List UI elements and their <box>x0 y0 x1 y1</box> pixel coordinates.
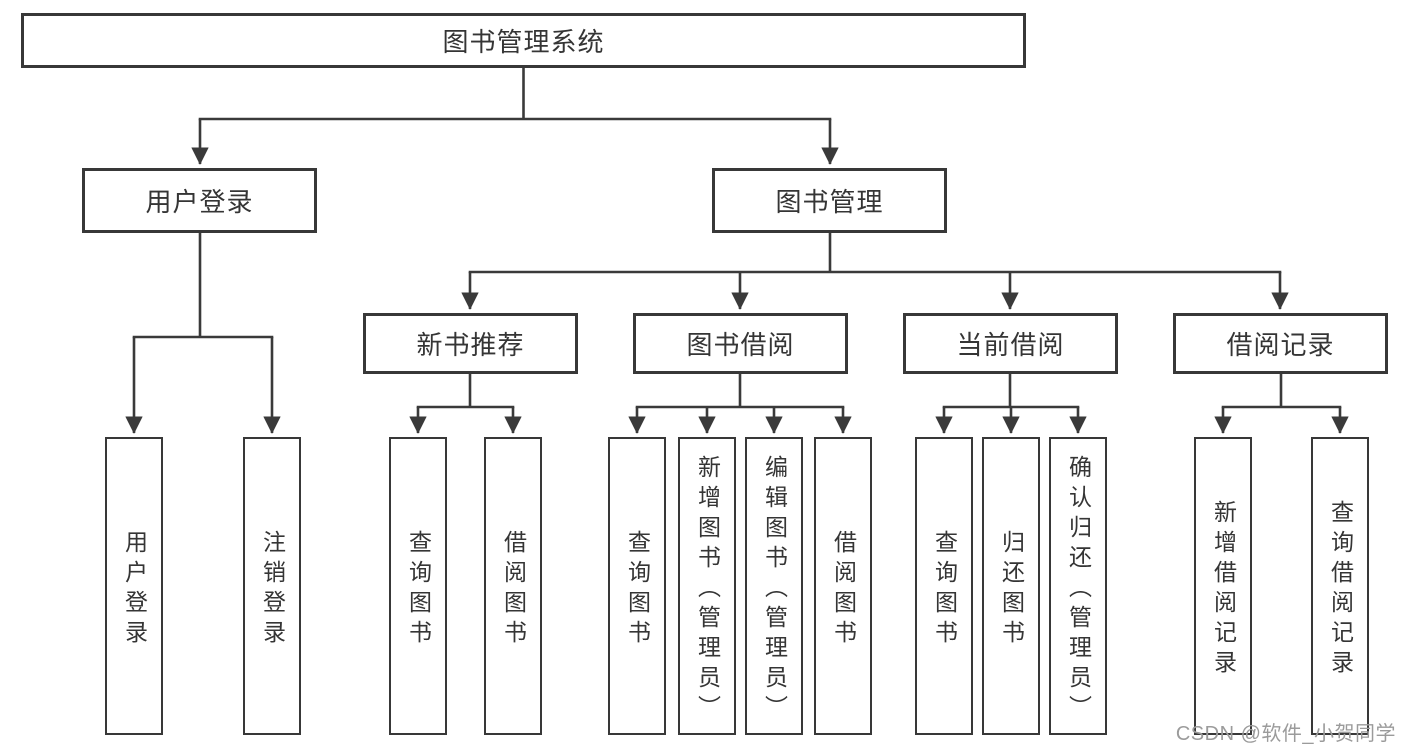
leaf-label: 查询图书 <box>405 529 432 650</box>
leaf-borrow-add-book-admin: 新增图书（管理员） <box>678 437 736 735</box>
leaf-label: 注销登录 <box>259 529 286 650</box>
node-book-borrow: 图书借阅 <box>633 313 848 374</box>
leaf-label: 确认归还（管理员） <box>1065 454 1092 725</box>
leaf-recommend-borrow-book: 借阅图书 <box>484 437 542 735</box>
node-new-book-recommend: 新书推荐 <box>363 313 578 374</box>
leaf-user-login: 用户登录 <box>105 437 163 735</box>
leaf-label: 查询图书 <box>624 529 651 650</box>
leaf-label: 新增借阅记录 <box>1210 499 1237 680</box>
leaf-records-add-record: 新增借阅记录 <box>1194 437 1252 735</box>
leaf-label: 查询借阅记录 <box>1327 499 1354 680</box>
node-borrow-records: 借阅记录 <box>1173 313 1388 374</box>
leaf-records-query-record: 查询借阅记录 <box>1311 437 1369 735</box>
leaf-recommend-query-book: 查询图书 <box>389 437 447 735</box>
leaf-current-return-book: 归还图书 <box>982 437 1040 735</box>
leaf-label: 编辑图书（管理员） <box>761 454 788 725</box>
node-book-management: 图书管理 <box>712 168 947 233</box>
leaf-label: 用户登录 <box>121 529 148 650</box>
leaf-borrow-borrow-book: 借阅图书 <box>814 437 872 735</box>
leaf-label: 新增图书（管理员） <box>694 454 721 725</box>
leaf-logout: 注销登录 <box>243 437 301 735</box>
watermark: CSDN @软件_小贺同学 <box>1175 723 1396 745</box>
leaf-label: 借阅图书 <box>500 529 527 650</box>
leaf-borrow-edit-book-admin: 编辑图书（管理员） <box>745 437 803 735</box>
leaf-current-query-book: 查询图书 <box>915 437 973 735</box>
leaf-label: 归还图书 <box>998 529 1025 650</box>
leaf-label: 查询图书 <box>931 529 958 650</box>
node-user-login: 用户登录 <box>82 168 317 233</box>
leaf-current-confirm-return-admin: 确认归还（管理员） <box>1049 437 1107 735</box>
leaf-label: 借阅图书 <box>830 529 857 650</box>
node-root-system: 图书管理系统 <box>21 13 1026 68</box>
node-current-borrow: 当前借阅 <box>903 313 1118 374</box>
leaf-borrow-query-book: 查询图书 <box>608 437 666 735</box>
